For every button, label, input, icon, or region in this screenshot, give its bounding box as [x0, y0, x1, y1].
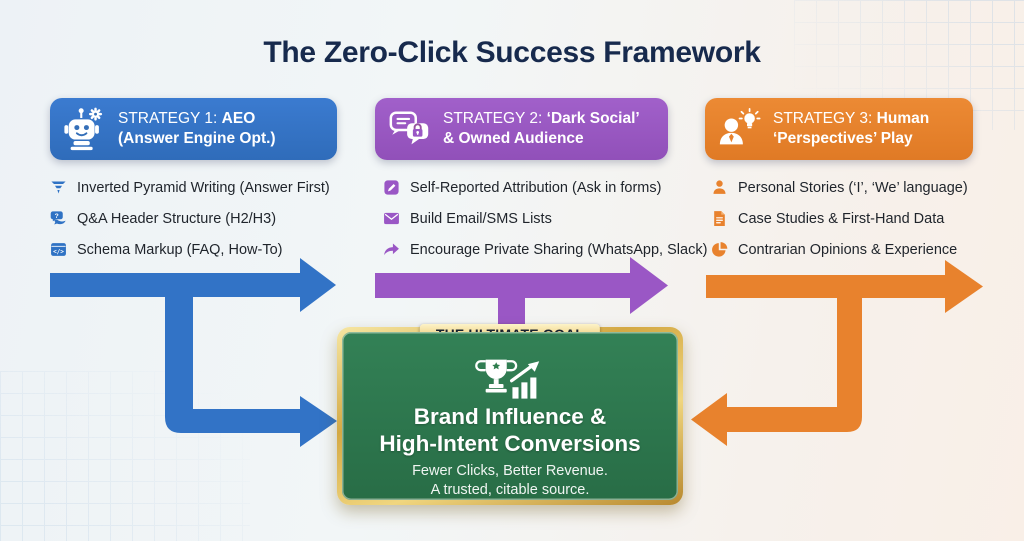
- svg-text:?: ?: [55, 213, 59, 220]
- strategy-3-header: STRATEGY 3: Human ‘Perspectives’ Play: [705, 98, 973, 160]
- pie-chart-icon: [712, 242, 728, 257]
- list-item-label: Case Studies & First-Hand Data: [738, 210, 945, 227]
- list-item-label: Schema Markup (FAQ, How-To): [77, 241, 283, 258]
- qa-chat-icon: ?: [50, 211, 66, 225]
- strategy-3-keyword: Human: [876, 110, 930, 128]
- strategy-3-prefix: STRATEGY 3:: [773, 110, 877, 128]
- list-item: Case Studies & First-Hand Data: [711, 203, 968, 234]
- page-title: The Zero-Click Success Framework: [263, 36, 761, 69]
- purple-flow-arrow: [375, 257, 668, 330]
- person-icon: [713, 180, 726, 194]
- list-item: Inverted Pyramid Writing (Answer First): [50, 172, 330, 203]
- case-study-doc-icon: [714, 211, 725, 226]
- list-item-label: Contrarian Opinions & Experience: [738, 241, 958, 258]
- pencil-form-icon: [384, 180, 399, 195]
- list-item-label: Self-Reported Attribution (Ask in forms): [410, 179, 662, 196]
- share-arrow-icon: [384, 243, 399, 256]
- strategy-3-items: Personal Stories (‘I’, ‘We’ language) Ca…: [711, 172, 968, 265]
- list-item-label: Personal Stories (‘I’, ‘We’ language): [738, 179, 968, 196]
- strategy-1-header: STRATEGY 1: AEO (Answer Engine Opt.): [50, 98, 337, 160]
- svg-text:</>: </>: [53, 248, 64, 255]
- strategy-1-prefix: STRATEGY 1:: [118, 110, 222, 128]
- strategy-3-line2: ‘Perspectives’ Play: [773, 130, 913, 147]
- person-lightbulb-icon: [719, 108, 761, 145]
- goal-title-line1: Brand Influence &: [413, 404, 607, 430]
- strategy-1-line2: (Answer Engine Opt.): [118, 130, 276, 147]
- strategy-1-keyword: AEO: [221, 110, 256, 128]
- strategy-2-label: STRATEGY 2: ‘Dark Social’ & Owned Audien…: [443, 109, 640, 149]
- list-item: Self-Reported Attribution (Ask in forms): [383, 172, 707, 203]
- strategy-1-items: Inverted Pyramid Writing (Answer First) …: [50, 172, 330, 265]
- chat-lock-icon: [389, 111, 429, 145]
- strategy-2-items: Self-Reported Attribution (Ask in forms)…: [383, 172, 707, 265]
- envelope-icon: [384, 212, 399, 225]
- goal-title-line2: High-Intent Conversions: [379, 430, 641, 456]
- strategy-2-keyword: ‘Dark Social’: [546, 110, 640, 128]
- strategy-1-label: STRATEGY 1: AEO (Answer Engine Opt.): [118, 109, 276, 149]
- grid-pattern-bottom-left: [0, 371, 250, 541]
- schema-code-icon: </>: [51, 243, 66, 256]
- goal-subtitle: Fewer Clicks, Better Revenue. A trusted,…: [412, 462, 608, 500]
- list-item-label: Inverted Pyramid Writing (Answer First): [77, 179, 330, 196]
- trophy-growth-icon: [475, 359, 540, 399]
- orange-flow-arrow: [691, 260, 983, 446]
- strategy-2-line2: & Owned Audience: [443, 130, 584, 147]
- ultimate-goal-box: THE ULTIMATE GOAL Brand Influence & High…: [337, 324, 683, 505]
- blue-flow-arrow: [50, 258, 337, 447]
- list-item: Contrarian Opinions & Experience: [711, 234, 968, 265]
- goal-subtitle-line1: Fewer Clicks, Better Revenue.: [412, 463, 608, 480]
- goal-subtitle-line2: A trusted, citable source.: [430, 482, 590, 499]
- inverted-pyramid-icon: [51, 181, 66, 194]
- goal-box-inner: Brand Influence & High-Intent Conversion…: [342, 332, 678, 500]
- goal-title: Brand Influence & High-Intent Conversion…: [379, 404, 640, 457]
- robot-gear-icon: [64, 107, 103, 151]
- strategy-2-prefix: STRATEGY 2:: [443, 110, 547, 128]
- list-item-label: Encourage Private Sharing (WhatsApp, Sla…: [410, 241, 708, 258]
- strategy-2-header: STRATEGY 2: ‘Dark Social’ & Owned Audien…: [375, 98, 668, 160]
- list-item: Personal Stories (‘I’, ‘We’ language): [711, 172, 968, 203]
- list-item-label: Q&A Header Structure (H2/H3): [77, 210, 277, 227]
- list-item: </> Schema Markup (FAQ, How-To): [50, 234, 330, 265]
- list-item: Build Email/SMS Lists: [383, 203, 707, 234]
- strategy-3-label: STRATEGY 3: Human ‘Perspectives’ Play: [773, 109, 929, 149]
- list-item: Encourage Private Sharing (WhatsApp, Sla…: [383, 234, 707, 265]
- list-item: ? Q&A Header Structure (H2/H3): [50, 203, 330, 234]
- list-item-label: Build Email/SMS Lists: [410, 210, 552, 227]
